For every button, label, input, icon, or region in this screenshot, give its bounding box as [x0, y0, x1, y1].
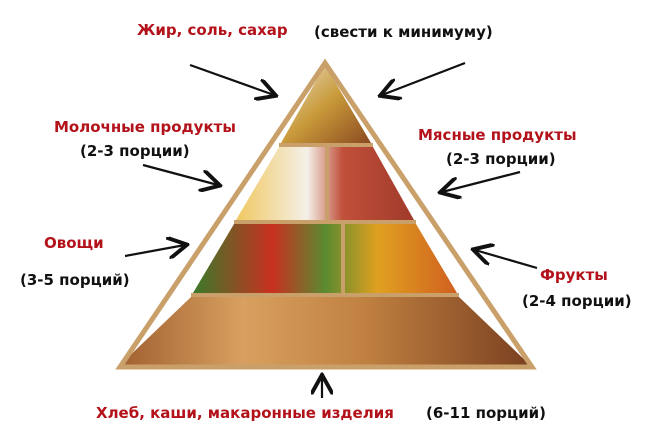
vegetables-note: (3-5 порций) [20, 271, 130, 289]
grains-label: Хлеб, каши, макаронные изделия [96, 404, 394, 422]
pyramid-body [115, 58, 537, 370]
arrow-dairy [142, 163, 218, 185]
arrow-fruits [475, 250, 538, 270]
meat-note: (2-3 порции) [446, 150, 556, 168]
meat-label: Мясные продукты [418, 126, 577, 144]
fats-note: (свести к минимуму) [314, 23, 493, 41]
tier-vegetables-fruits [193, 224, 457, 293]
arrow-fats-right [382, 61, 466, 95]
fruits-label: Фрукты [540, 266, 608, 284]
fats-label: Жир, соль, сахар [137, 21, 288, 39]
arrow-vegetables [124, 245, 185, 256]
dairy-note: (2-3 порции) [80, 142, 190, 160]
tier-grains [120, 297, 530, 365]
tier-fats [281, 65, 371, 143]
grains-note: (6-11 порций) [426, 404, 547, 422]
vegetables-label: Овощи [44, 234, 104, 252]
dairy-label: Молочные продукты [54, 118, 236, 136]
arrow-meat [442, 170, 521, 192]
fruits-note: (2-4 порции) [522, 292, 632, 310]
arrow-fats-left [189, 63, 274, 95]
